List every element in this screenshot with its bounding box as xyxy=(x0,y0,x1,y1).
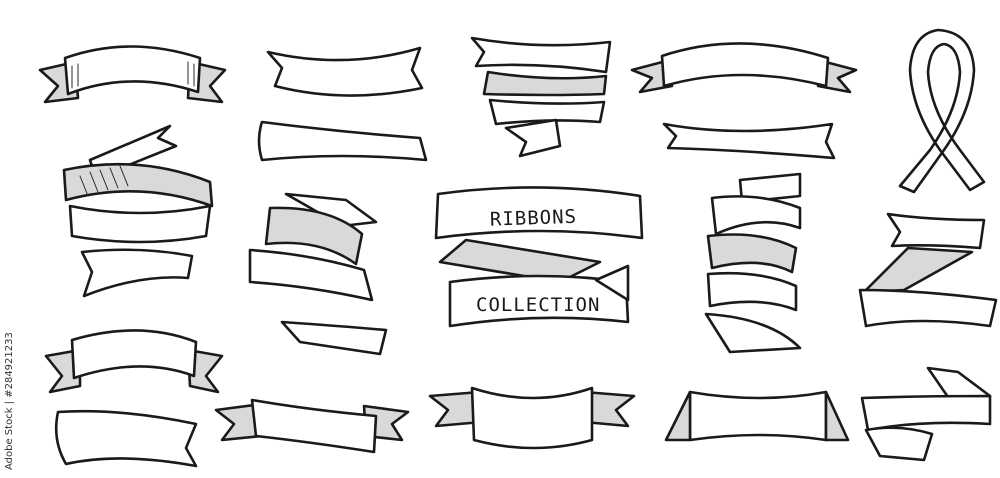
title-ribbons: RIBBONS xyxy=(490,206,578,231)
ribbon-spiral-large-fourth xyxy=(704,172,802,354)
ribbon-banner-arched-1 xyxy=(38,45,227,104)
ribbon-spiral-large-left xyxy=(62,124,214,298)
ribbon-spiral-small-3 xyxy=(470,36,612,158)
ribbon-banner-wave-bottom-2 xyxy=(214,398,410,454)
ribbon-banner-arched-4 xyxy=(630,42,858,94)
ribbon-zigzag-right xyxy=(858,212,998,328)
ribbon-banner-curl-bottom-4 xyxy=(664,390,850,442)
title-collection: COLLECTION xyxy=(476,294,600,316)
ribbon-banner-twist-bottom-5 xyxy=(860,366,992,462)
ribbon-spiral-large-second xyxy=(248,192,388,356)
ribbon-awareness-loop xyxy=(898,28,986,194)
ribbon-banner-arched-bottom-1 xyxy=(44,329,224,394)
stock-id-text: Adobe Stock | #284921233 xyxy=(4,332,15,470)
ribbon-banner-flat-bottom-1 xyxy=(54,409,198,468)
ribbon-banner-flat-6 xyxy=(662,122,836,160)
ribbon-banner-curved-2 xyxy=(266,46,424,97)
ribbon-banner-flat-5 xyxy=(257,120,428,162)
ribbon-title-banner: RIBBONS COLLECTION xyxy=(434,186,644,328)
ribbon-banner-arched-bottom-3 xyxy=(428,386,636,450)
